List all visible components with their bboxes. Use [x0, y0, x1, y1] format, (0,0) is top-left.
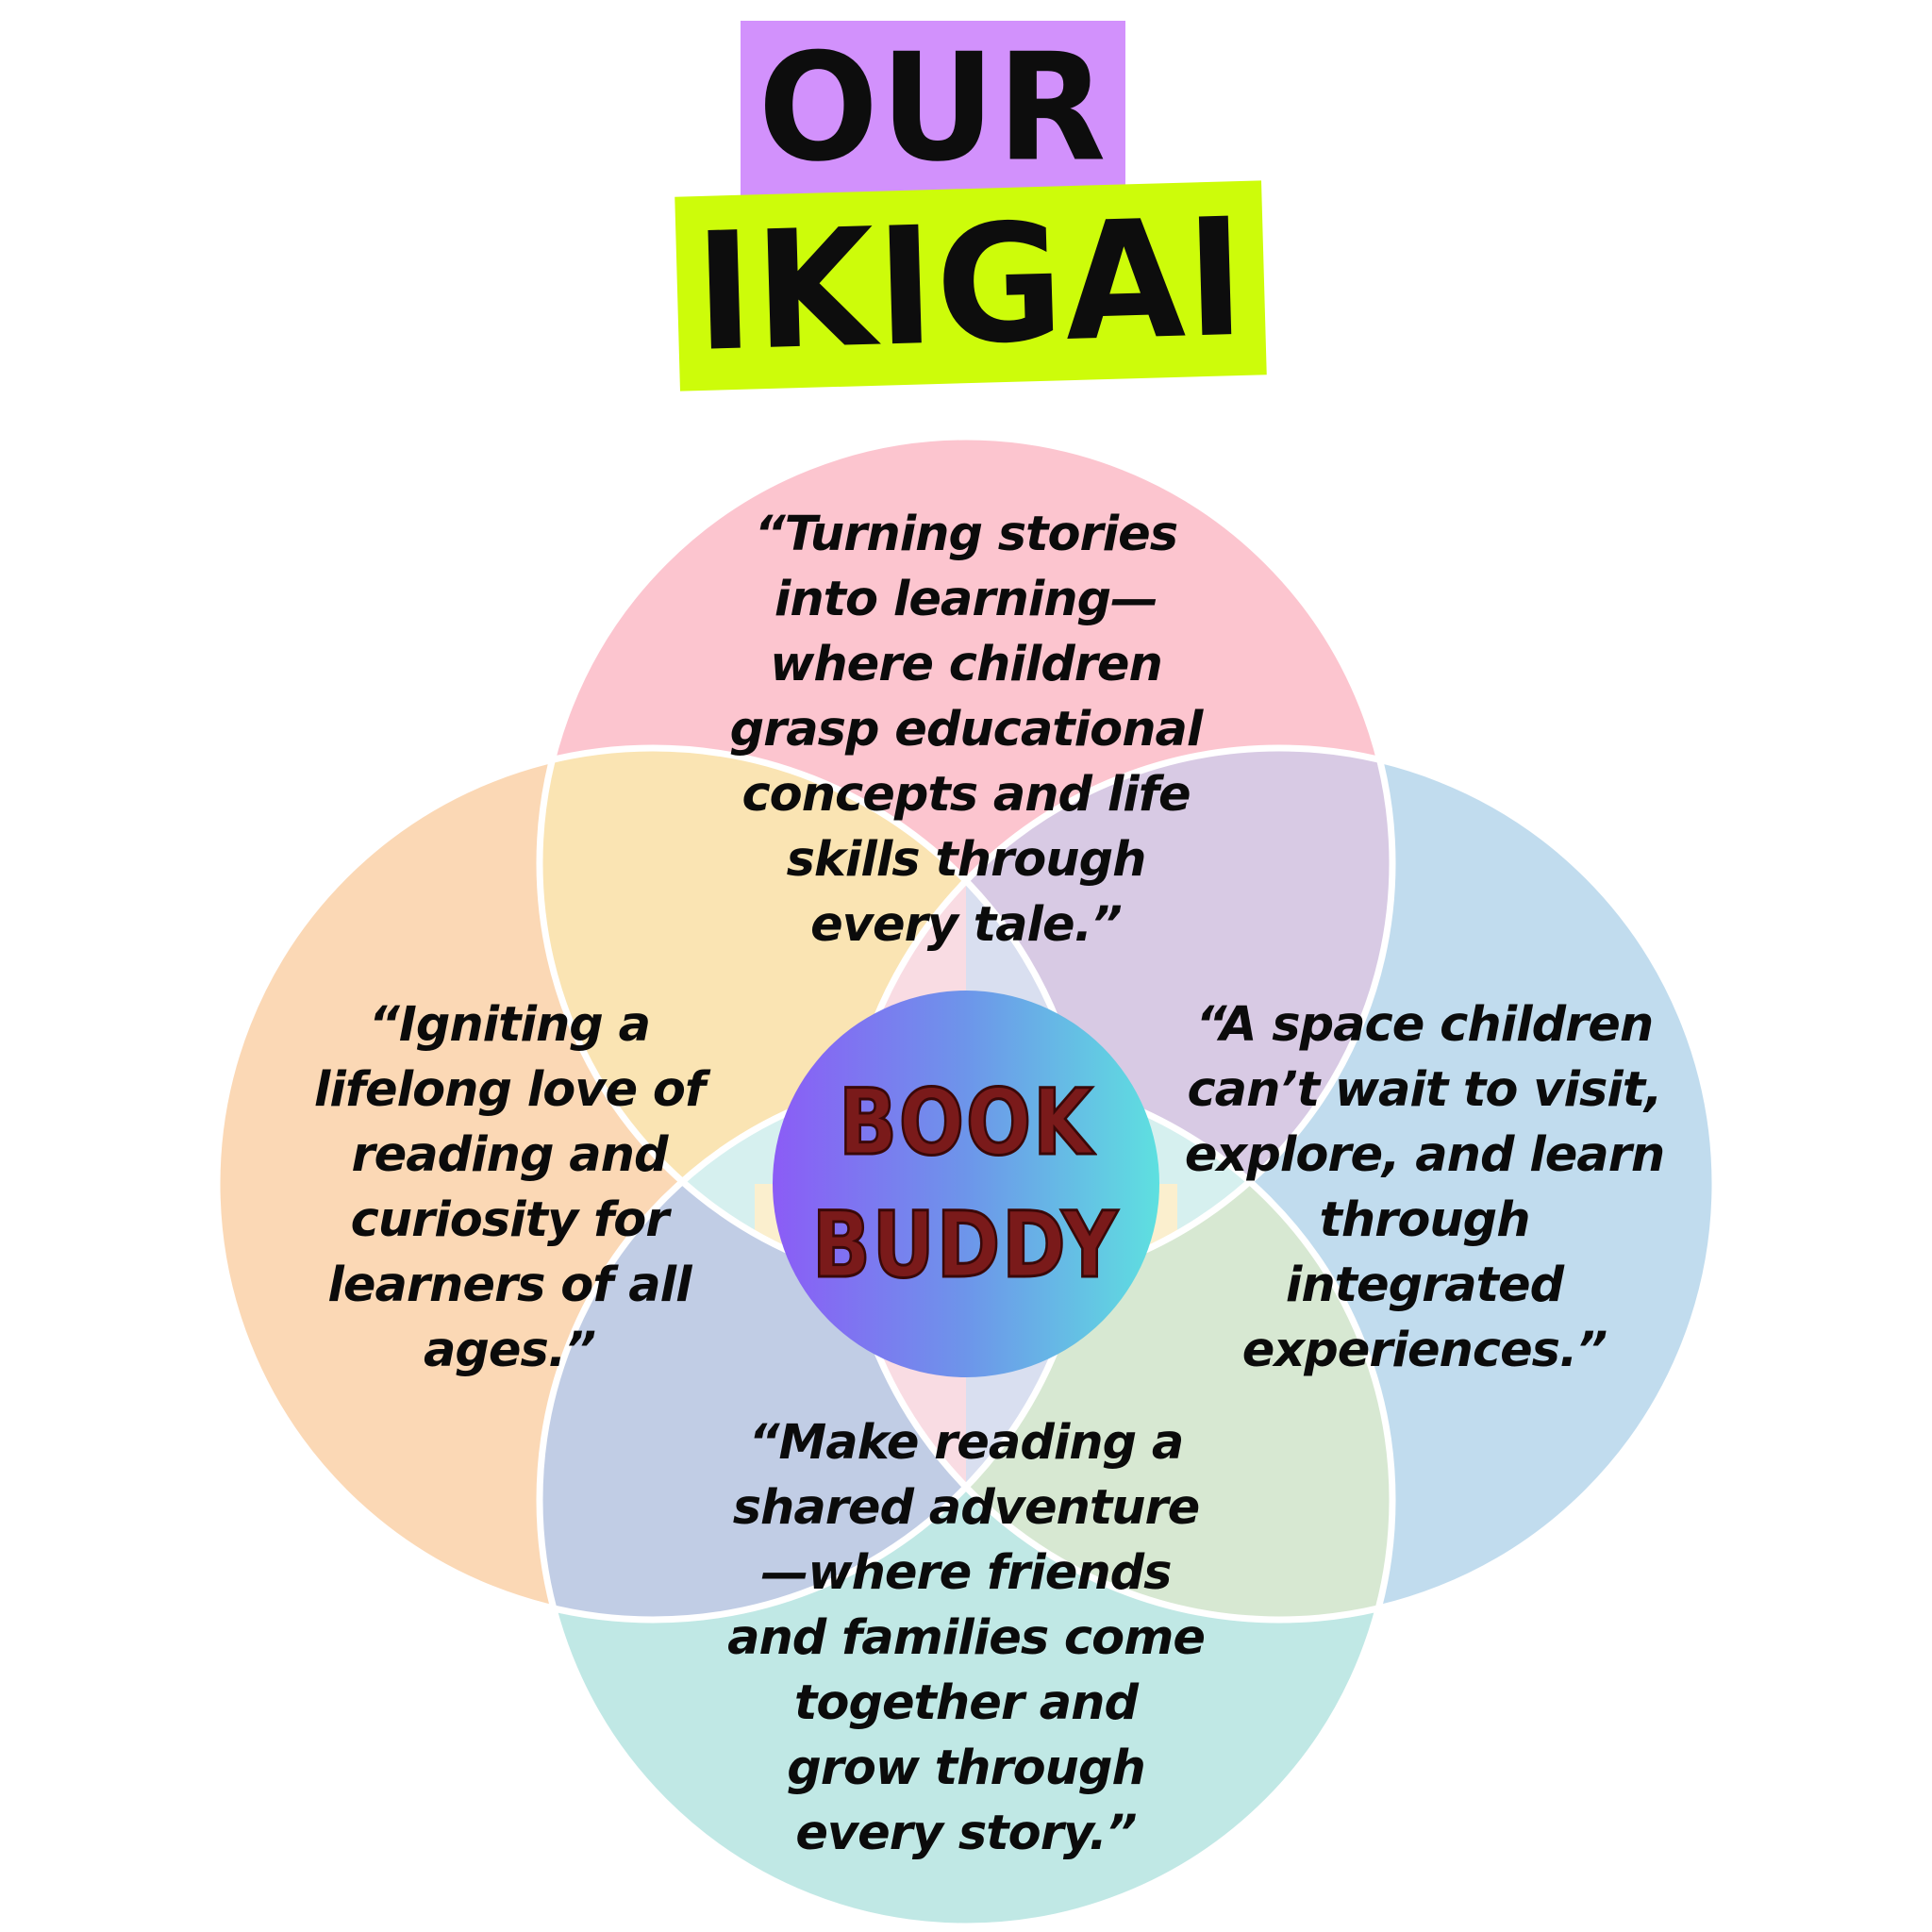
quote-line: ages.”	[423, 1323, 596, 1378]
center-label-line1: BOOK	[837, 1069, 1094, 1177]
center-circle	[773, 991, 1159, 1377]
quote-line: shared adventure	[732, 1480, 1201, 1536]
quote-line: “Igniting a	[369, 997, 651, 1053]
quote-line: “A space children	[1195, 997, 1654, 1053]
title-our-banner: OUR	[741, 21, 1125, 196]
quote-line: explore, and learn	[1184, 1127, 1665, 1183]
quote-line: lifelong love of	[313, 1062, 706, 1118]
quote-line: “Make reading a	[748, 1415, 1185, 1471]
quote-line: experiences.”	[1241, 1323, 1608, 1378]
quote-line: concepts and life	[741, 767, 1191, 823]
quote-line: into learning—	[774, 572, 1158, 627]
quote-left: “Igniting a lifelong love of reading and…	[274, 992, 745, 1383]
quote-line: through	[1319, 1192, 1531, 1248]
center-label-line2: BUDDY	[811, 1191, 1120, 1300]
quote-line: every story.”	[795, 1806, 1137, 1861]
quote-top: “Turning stories into learning— where ch…	[683, 502, 1249, 958]
quote-bottom: “Make reading a shared adventure —where …	[683, 1410, 1249, 1866]
quote-line: reading and	[351, 1127, 669, 1183]
quote-line: can’t wait to visit,	[1187, 1062, 1662, 1118]
title-our-text: OUR	[758, 22, 1108, 195]
quote-line: “Turning stories	[754, 507, 1178, 562]
quote-line: skills through	[786, 832, 1147, 888]
quote-line: together and	[794, 1675, 1139, 1731]
quote-line: where children	[770, 637, 1163, 692]
quote-line: every tale.”	[810, 897, 1123, 953]
quote-line: curiosity for	[350, 1192, 670, 1248]
quote-line: grow through	[787, 1740, 1146, 1796]
quote-right: “A space children can’t wait to visit, e…	[1160, 992, 1689, 1383]
quote-line: grasp educational	[729, 702, 1204, 758]
quote-line: learners of all	[327, 1257, 691, 1313]
quote-line: integrated	[1285, 1257, 1564, 1313]
quote-line: and families come	[727, 1610, 1206, 1666]
book-buddy-logo: BOOK BUDDY	[773, 991, 1159, 1377]
quote-line: —where friends	[760, 1545, 1172, 1601]
